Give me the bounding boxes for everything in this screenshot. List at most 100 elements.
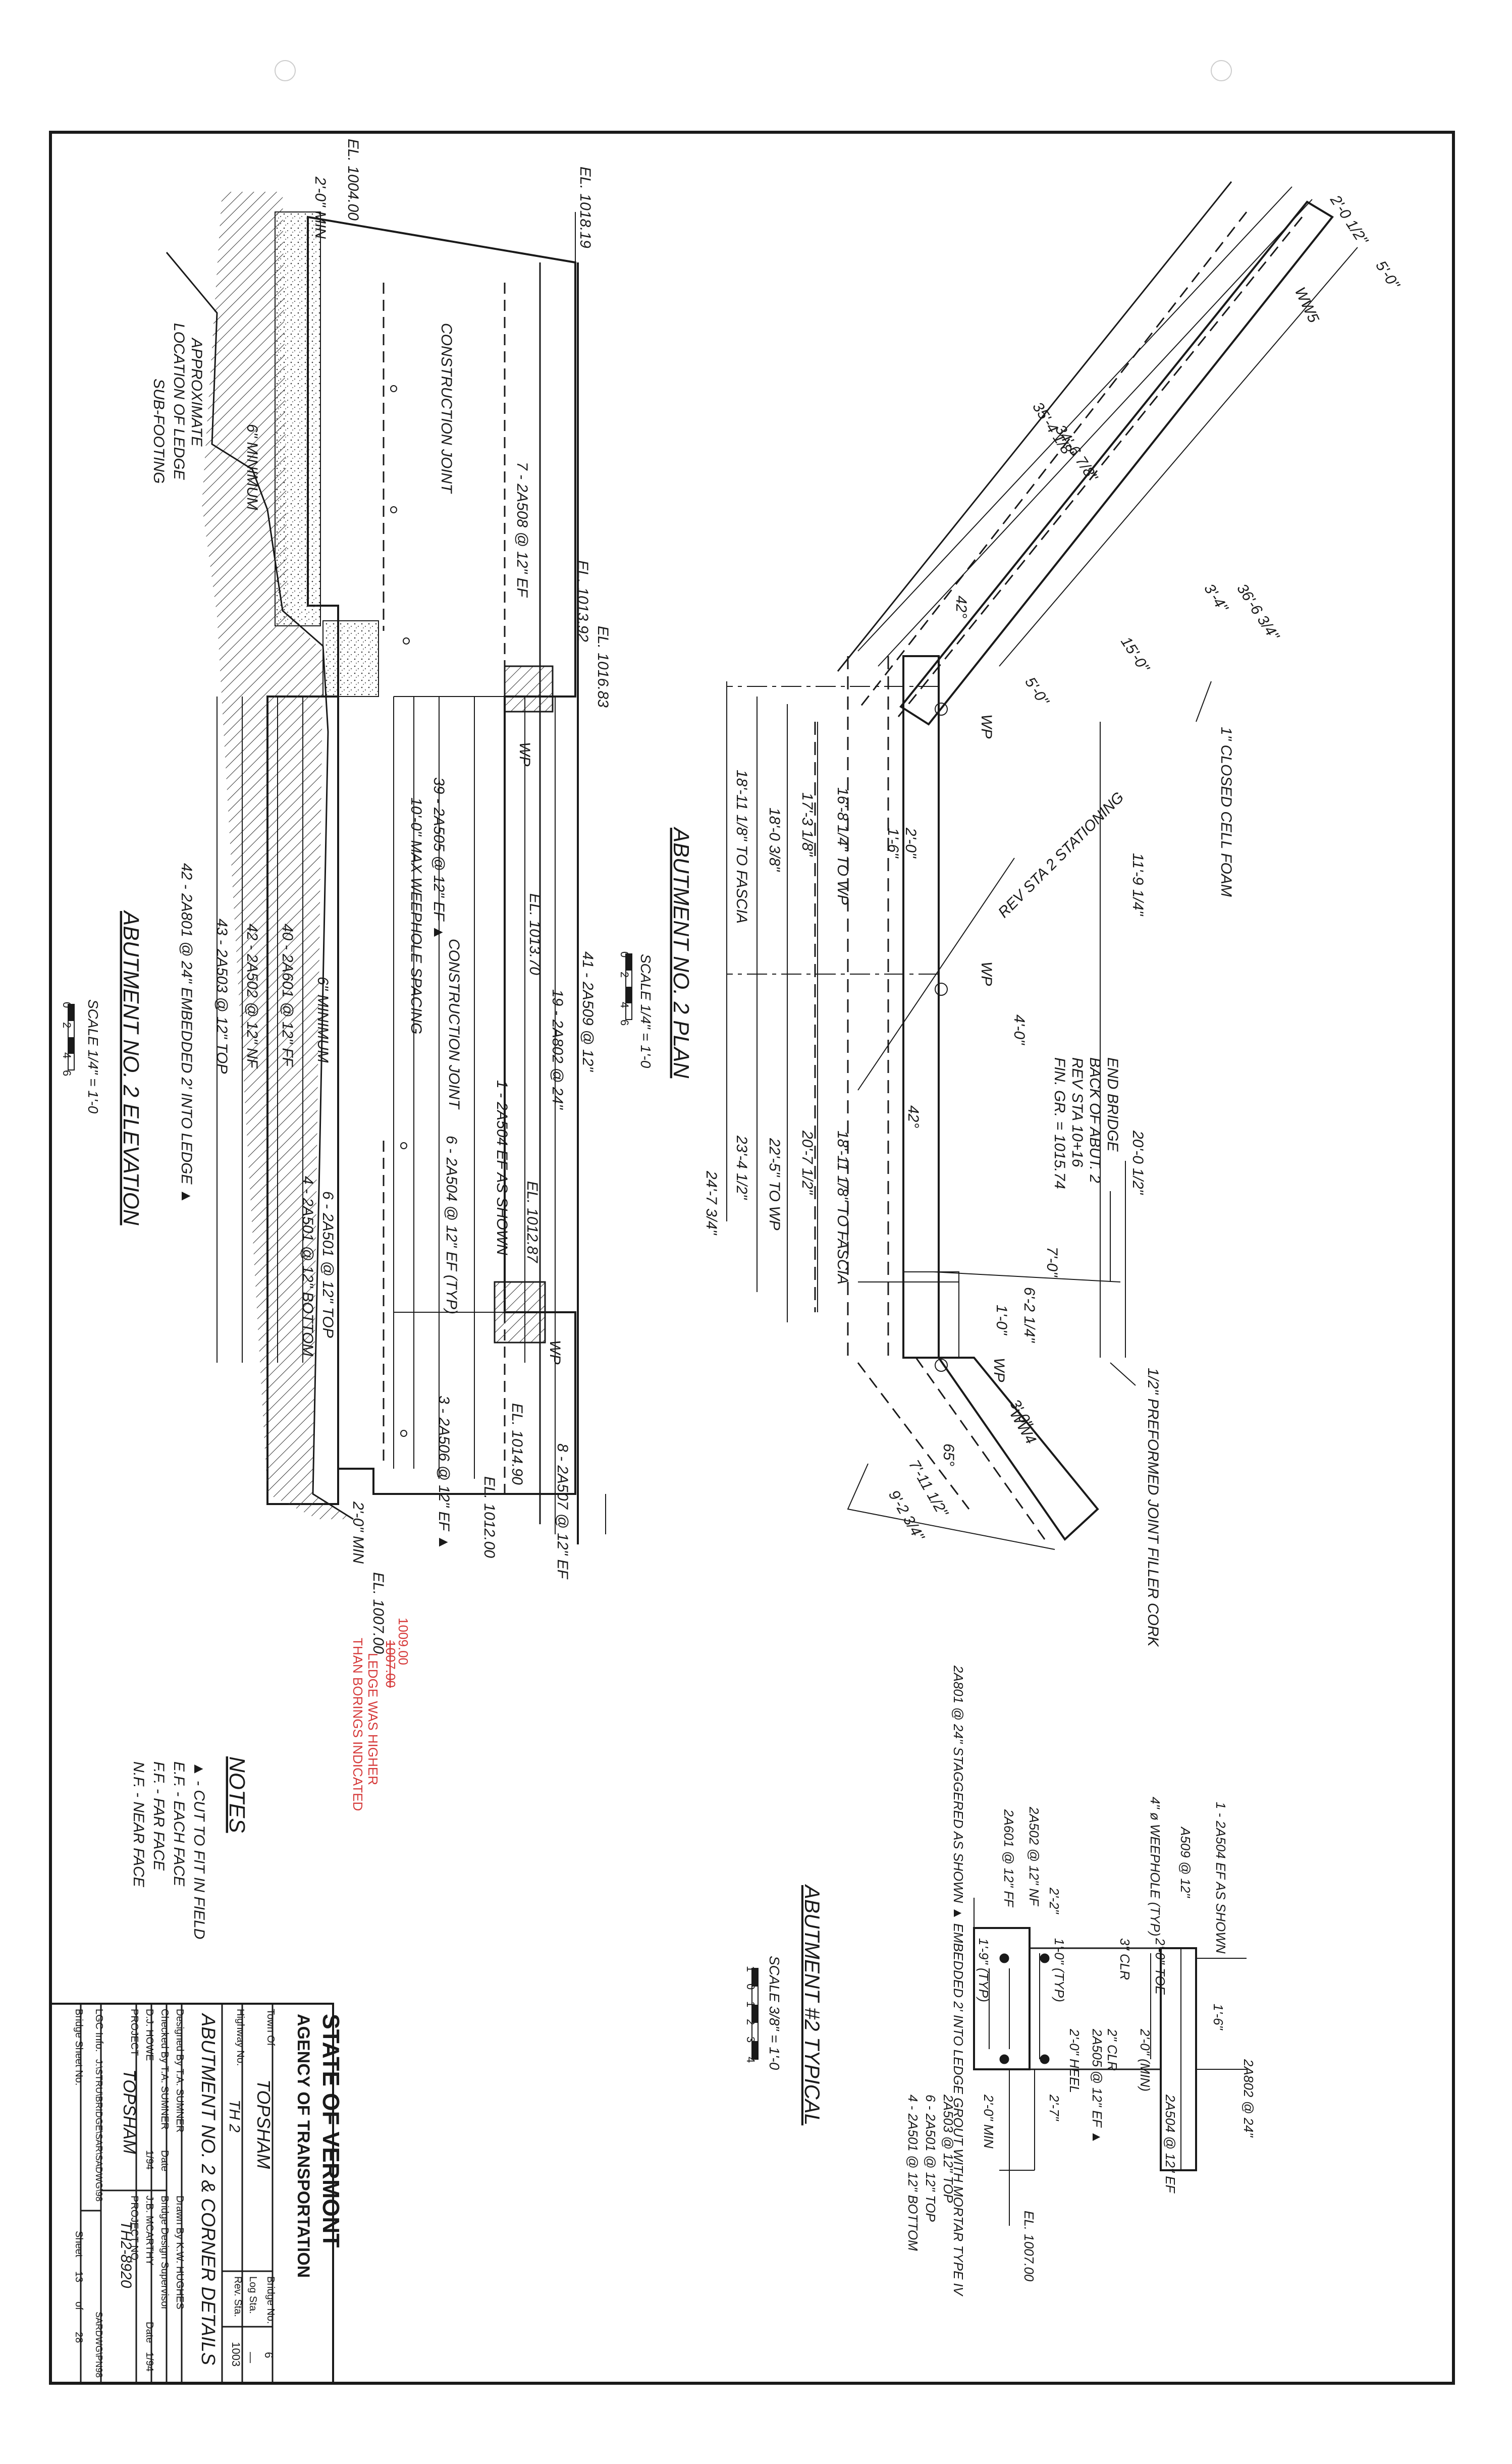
checker: D.J. HOWE xyxy=(144,2009,155,2061)
highway-label: Highway No. xyxy=(235,2009,246,2066)
typ-l11: 4" ø WEEPHOLE (TYP) xyxy=(1148,1797,1163,1937)
dim-2-0: 2'-0" xyxy=(902,827,919,859)
rev-stationing-label: REV STA 2 STATIONING xyxy=(995,789,1127,921)
bar-b1: 7 - 2A508 @ 12" EF xyxy=(514,462,530,598)
punch-hole xyxy=(275,60,296,81)
angle-42b: 42° xyxy=(905,1105,922,1128)
checked-by: Checked By T.A. SUMNER xyxy=(159,2009,170,2130)
el-1018-19: EL. 1018.19 xyxy=(577,167,593,248)
punch-hole xyxy=(1211,60,1232,81)
project-no-value: TH2-8920 xyxy=(118,2221,134,2288)
angle-42: 42° xyxy=(953,596,969,618)
dim-23-4: 23'-4 1/2" xyxy=(733,1135,750,1200)
bar-b8: 8 - 2A507 @ 12" EF xyxy=(554,1443,571,1580)
svg-text:3: 3 xyxy=(744,2037,757,2043)
dim-16-8: 16'-8 1/4" TO WP xyxy=(834,787,851,905)
plan-scale-bar: 0 2 4 6 xyxy=(618,951,632,1026)
dim-18-11: 18'-11 1/8" TO FASCIA xyxy=(733,770,750,924)
el-1014-90: EL. 1014.90 xyxy=(509,1403,525,1485)
typ-l16: 2A801 @ 24" STAGGERED AS SHOWN ▲ EMBEDDE… xyxy=(951,1665,966,2297)
end-bridge-line-2: BACK OF ABUT. 2 xyxy=(1087,1057,1103,1183)
sub-footing: SUB-FOOTING xyxy=(150,379,167,484)
notes-title: NOTES xyxy=(225,1756,249,1833)
dim-15-0: 15'-0" xyxy=(1117,634,1153,676)
typ-l13: 2'-2" xyxy=(1047,1887,1062,1915)
date-2: 1/94 xyxy=(144,2352,155,2372)
date-label-2: Date xyxy=(144,2322,155,2343)
dim-20-0: 20'-0 1/2" xyxy=(1129,1130,1146,1195)
dim-7-0: 7'-0" xyxy=(1044,1247,1060,1277)
date-label-1: Date xyxy=(159,2150,170,2171)
wp-elev-1: WP xyxy=(516,742,533,766)
wp-label-2: WP xyxy=(978,961,995,986)
typ-l4: 1'-6" xyxy=(1211,2004,1226,2031)
lgc-label: LGC Info. xyxy=(93,2009,104,2052)
end-bridge-line-4: FIN. GR. = 1015.74 xyxy=(1051,1057,1068,1189)
wingwall-ww5 xyxy=(899,200,1334,726)
plan-view xyxy=(726,181,1358,1550)
typ-l3: 2A802 @ 24" xyxy=(1241,2059,1256,2138)
note-2: E.F. - EACH FACE xyxy=(171,1761,187,1887)
elevation-scale-bar: 0 2 4 6 xyxy=(61,1002,75,1076)
project-label: PROJECT xyxy=(129,2009,140,2056)
svg-text:0: 0 xyxy=(744,1984,757,1990)
town-label: Town Of xyxy=(265,2009,276,2046)
typ-l22: 2'-7" xyxy=(1047,2094,1062,2122)
bar-b4: 41 - 2A509 @ 12" xyxy=(579,951,596,1072)
sheet-no: 13 xyxy=(73,2271,84,2282)
six-min: 6" MINIMUM xyxy=(244,424,260,510)
elevation-annotations: ABUTMENT NO. 2 ELEVATION SCALE 1/4" = 1'… xyxy=(85,139,611,1654)
typ-l19: 6 - 2A501 @ 12" TOP xyxy=(923,2095,938,2222)
note-3: F.F. - FAR FACE xyxy=(150,1761,167,1871)
dim-5-0b: 5'-0" xyxy=(1021,674,1052,709)
end-bridge-line-1: END BRIDGE xyxy=(1104,1057,1121,1152)
typ-l10: 2'-0" HEEL xyxy=(1067,2028,1082,2093)
typ-l5: 2'-0" TOE xyxy=(1153,1938,1168,1995)
svg-text:0: 0 xyxy=(61,1002,73,1008)
bar-b10: 6 - 2A501 @ 12" TOP xyxy=(319,1191,336,1338)
typ-l14: 2A502 @ 12" NF xyxy=(1027,1806,1042,1907)
date-1: 1/94 xyxy=(144,2150,155,2170)
abutment-stem-elevation xyxy=(307,216,576,1495)
typ-l17: 1'-9" (TYP) xyxy=(976,1938,991,2002)
supervisor-label: Bridge Design Supervisor xyxy=(159,2195,170,2310)
end-bridge-line-3: REV STA 10+16 xyxy=(1069,1057,1086,1167)
plan-scale: SCALE 1/4" = 1'-0 xyxy=(638,954,654,1068)
town-value: TOPSHAM xyxy=(253,2079,274,2169)
svg-text:6: 6 xyxy=(618,1020,631,1026)
dim-6-2: 6'-2 1/4" xyxy=(1021,1287,1038,1343)
typ-l23: 2A504 @ 12" EF xyxy=(1163,2094,1178,2194)
wp-elev-2: WP xyxy=(547,1340,563,1364)
dim-24-7: 24'-7 3/4" xyxy=(703,1170,720,1236)
dim-20-7: 20'-7 1/2" xyxy=(799,1130,816,1195)
plan-annotations: ABUTMENT NO. 2 PLAN SCALE 1/4" = 1'-0 WW… xyxy=(638,192,1403,1647)
el-1012-87: EL. 1012.87 xyxy=(524,1181,541,1263)
field-note-line-1: LEDGE WAS HIGHER xyxy=(365,1653,381,1785)
typical-scale-bar: 1 0 1 2 3 4 xyxy=(744,1966,759,2063)
typical-annotations: ABUTMENT #2 TYPICAL SCALE 3/8" = 1'-0 1 … xyxy=(767,1665,1256,2297)
dim-11-9: 11'-9 1/4" xyxy=(1129,853,1146,917)
approx-ledge-1: APPROXIMATE xyxy=(188,337,205,447)
min-2-0: 2'-0" MIN xyxy=(312,176,329,239)
typ-l7: 2'-0" (MIN) xyxy=(1138,2028,1153,2092)
typical-title: ABUTMENT #2 TYPICAL xyxy=(800,1884,824,2125)
project-value: TOPSHAM xyxy=(120,2069,139,2154)
log-value: — xyxy=(245,2352,257,2363)
field-correction-note: 1009.00 1007.00 LEDGE WAS HIGHER THAN BO… xyxy=(350,1618,411,1811)
svg-text:0: 0 xyxy=(618,951,631,957)
bar-b9: 3 - 2A506 @ 12" EF ▲ xyxy=(436,1396,452,1549)
lgc-value: J:\STRU\BRIDGE\SAR\SADWG\98 xyxy=(94,2059,104,2202)
bar-b15: 42 - 2A801 @ 24" EMBEDDED 2' INTO LEDGE … xyxy=(178,863,195,1204)
agency-line-2: AGENCY OF TRANSPORTATION xyxy=(294,2014,313,2278)
svg-text:2: 2 xyxy=(618,972,631,978)
typ-l9: 2A505 @ 12" EF ▲ xyxy=(1090,2028,1105,2144)
dim-2-0-6: 2'-0 1/2" xyxy=(1327,192,1372,248)
typ-l12: 1'-0" (TYP) xyxy=(1052,1938,1067,2002)
el-1004-00: EL. 1004.00 xyxy=(345,139,361,221)
svg-text:4: 4 xyxy=(744,2057,757,2063)
title-block-text: STATE OF VERMONT AGENCY OF TRANSPORTATIO… xyxy=(73,2009,344,2378)
rev-value: 1003 xyxy=(230,2342,242,2367)
drawing-title: ABUTMENT NO. 2 & CORNER DETAILS xyxy=(197,2013,219,2365)
